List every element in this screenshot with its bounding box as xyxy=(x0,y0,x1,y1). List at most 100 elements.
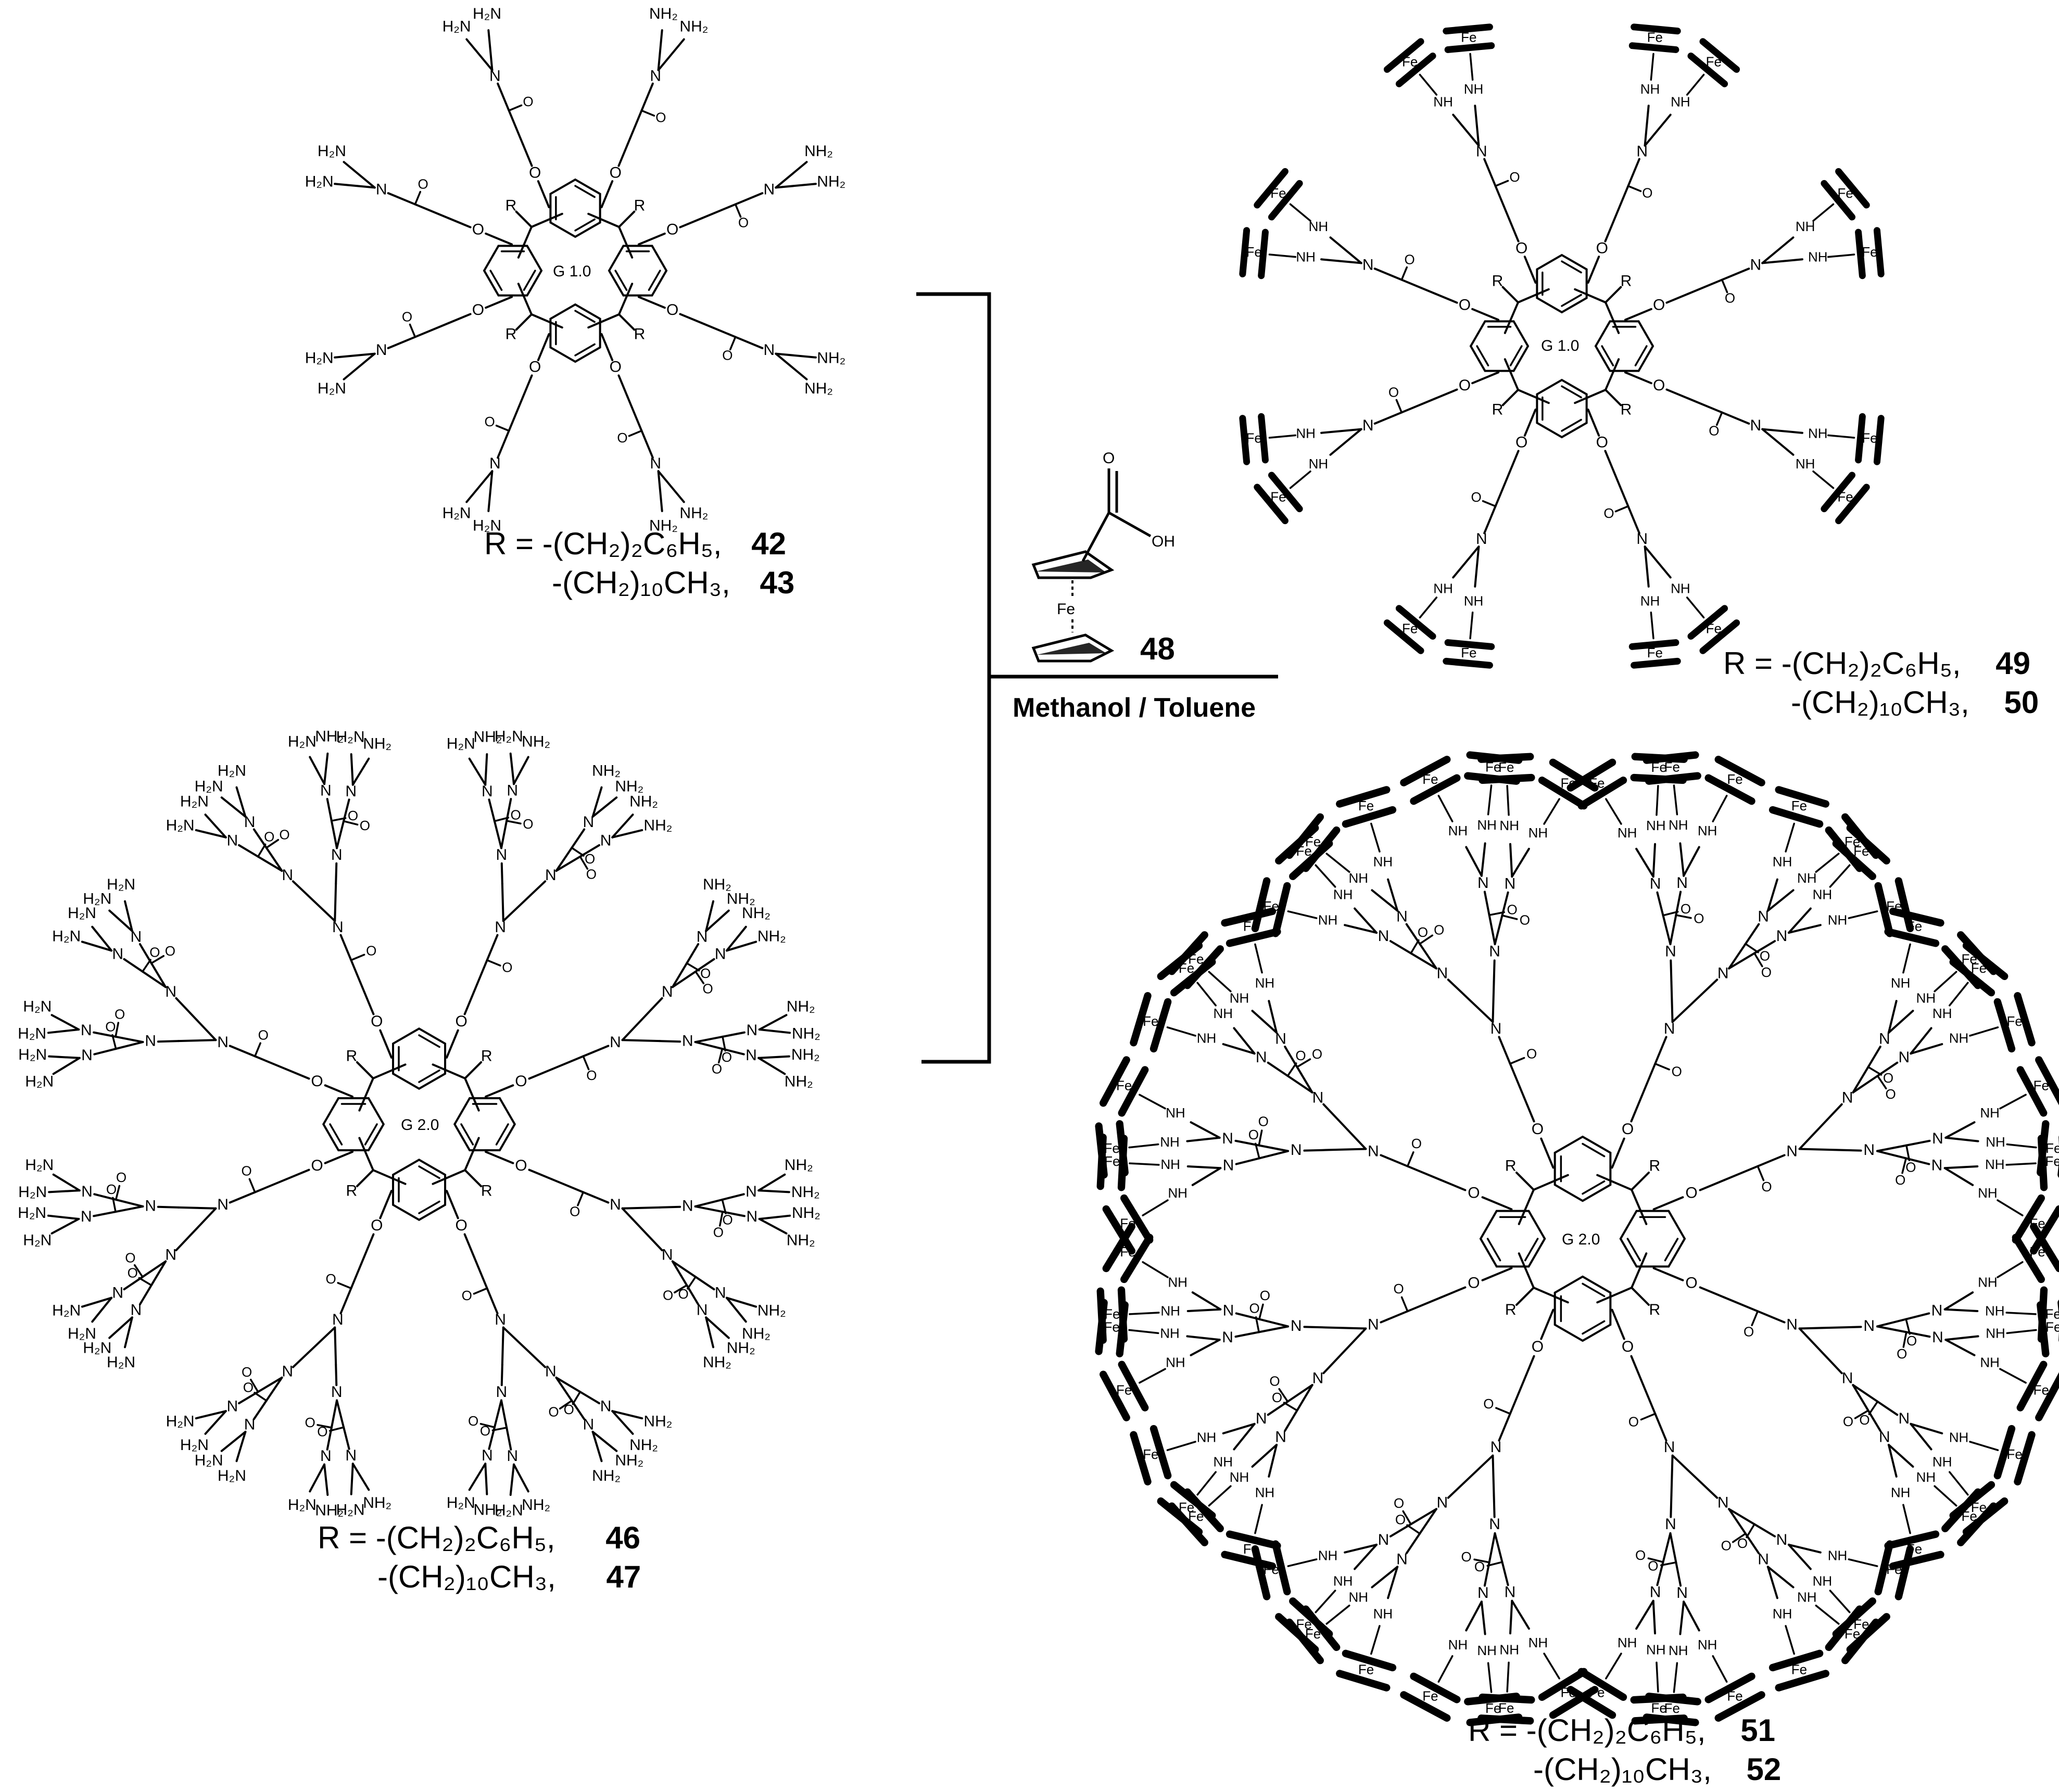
cyclopentadienyl-ring xyxy=(1254,168,1289,209)
amide-nitrogen-label: N xyxy=(697,1302,708,1319)
cyclopentadienyl-ring xyxy=(1383,619,1424,654)
amide-nitrogen-label: N xyxy=(1275,1030,1286,1047)
iron-label: Fe xyxy=(1845,1626,1860,1642)
terminal-amine-label: NH₂ xyxy=(649,517,678,535)
r-group-label: R xyxy=(634,325,646,342)
reaction-bracket xyxy=(916,292,1278,1064)
amide-nitrogen-label: N xyxy=(482,1447,493,1464)
cyclopentadienyl-ring xyxy=(1631,1714,1688,1725)
carbonyl-oxygen-label: O xyxy=(348,808,358,823)
amide-nitrogen-label: N xyxy=(763,181,775,198)
cyclopentadienyl-ring xyxy=(1118,1361,1149,1412)
amide-nh-label: NH xyxy=(1477,817,1497,833)
terminal-amine-label: NH₂ xyxy=(615,778,643,795)
cyclopentadienyl-ring xyxy=(1873,227,1885,277)
carbonyl-oxygen-label: O xyxy=(242,1163,252,1179)
cyclopentadienyl-ring xyxy=(1894,1545,1914,1600)
carbonyl-oxygen-label: O xyxy=(1295,1048,1306,1063)
carbonyl-oxygen-label: O xyxy=(1405,251,1415,267)
amide-nh-label: NH xyxy=(1529,825,1548,841)
iron-label: Fe xyxy=(1485,1700,1501,1716)
carbonyl-oxygen-label: O xyxy=(1721,1537,1732,1553)
carbonyl-oxygen-label: O xyxy=(1312,1046,1322,1062)
amide-nh-label: NH xyxy=(1813,886,1833,902)
cyclopentadienyl-ring xyxy=(1289,1597,1333,1638)
branch-nitrogen-label: N xyxy=(496,846,508,863)
amide-nitrogen-label: N xyxy=(1879,1030,1890,1047)
amide-nitrogen-label: N xyxy=(1750,417,1761,434)
amide-nh-label: NH xyxy=(1646,818,1666,833)
carbonyl-oxygen-label: O xyxy=(1885,1086,1896,1102)
terminal-amine-label: NH₂ xyxy=(727,1340,755,1357)
amide-nitrogen-label: N xyxy=(583,1416,595,1433)
terminal-amine-label: NH₂ xyxy=(804,143,833,160)
cyclopentadienyl-ring xyxy=(1993,998,2016,1053)
carbonyl-oxygen-label: O xyxy=(1761,1179,1772,1194)
cyclopentadienyl-ring xyxy=(1884,927,1940,947)
amide-nitrogen-label: N xyxy=(244,1416,256,1433)
carbonyl-oxygen-label: O xyxy=(586,867,597,882)
cyclopentadienyl-ring xyxy=(1221,907,1277,927)
iron-label: Fe xyxy=(1647,645,1663,660)
cyclopentadienyl-ring xyxy=(1855,413,1866,464)
ether-oxygen-label: O xyxy=(1532,1338,1544,1355)
carbonyl-oxygen-label: O xyxy=(1474,1559,1485,1574)
g2-amine-r-line-2: -(CH₂)₁₀CH₃, 47 xyxy=(377,1559,641,1595)
amide-nh-label: NH xyxy=(1646,1642,1666,1658)
amide-nitrogen-label: N xyxy=(1256,1049,1267,1066)
amide-nitrogen-label: N xyxy=(507,1447,518,1465)
terminal-amine-label: H₂N xyxy=(83,1340,111,1357)
carbonyl-oxygen-label: O xyxy=(1272,1390,1282,1405)
amide-nitrogen-label: N xyxy=(489,455,501,472)
amide-nh-label: NH xyxy=(1333,1573,1353,1588)
amide-nh-label: NH xyxy=(1318,1547,1338,1563)
amide-nh-label: NH xyxy=(1980,1105,2000,1121)
carbonyl-oxygen-label: O xyxy=(510,807,521,822)
amide-nh-label: NH xyxy=(1986,1326,2005,1341)
carbonyl-oxygen-label: O xyxy=(418,176,428,192)
amide-nitrogen-label: N xyxy=(332,919,344,936)
cyclopentadienyl-ring xyxy=(1538,1668,1588,1701)
r-group-label: R xyxy=(1649,1301,1660,1318)
amide-nitrogen-label: N xyxy=(746,1047,757,1064)
cyclopentadienyl-ring xyxy=(1275,1613,1319,1654)
cyclopentadienyl-ring xyxy=(2035,1372,2059,1421)
r-group-label: R xyxy=(506,325,517,342)
benzene-ring xyxy=(322,1097,385,1152)
benzene-ring xyxy=(1536,253,1588,314)
reagent-iron-label: Fe xyxy=(1057,601,1075,618)
cyclopentadienyl-ring xyxy=(1825,1605,1863,1651)
terminal-amine-label: H₂N xyxy=(495,728,523,745)
cyclopentadienyl-ring xyxy=(1874,882,1894,937)
compound-number-43: 43 xyxy=(760,565,795,600)
g1-ferrocene-core-label: G 1.0 xyxy=(1541,337,1580,354)
ether-oxygen-label: O xyxy=(1459,297,1471,314)
amide-nh-label: NH xyxy=(1808,249,1828,264)
cyclopentadienyl-ring xyxy=(1699,619,1740,654)
cyclopentadienyl-ring xyxy=(1302,826,1341,872)
iron-label: Fe xyxy=(2045,1153,2059,1169)
ether-oxygen-label: O xyxy=(1596,239,1608,257)
amide-nitrogen-label: N xyxy=(1477,874,1489,892)
g2-amine-dendrimer: RRRROOOOOOOOONNONH₂NNH₂ONH₂NNH₂NONNH₂NH₂… xyxy=(18,728,820,1519)
iron-label: Fe xyxy=(1263,898,1279,914)
cyclopentadienyl-ring xyxy=(1239,227,1250,277)
cyclopentadienyl-ring xyxy=(2014,992,2036,1047)
amide-nh-label: NH xyxy=(1773,1606,1792,1621)
amide-nitrogen-label: N xyxy=(763,341,775,359)
cyclopentadienyl-ring xyxy=(1336,786,1391,808)
iron-label: Fe xyxy=(1296,1617,1312,1632)
carbonyl-oxygen-label: O xyxy=(1411,1136,1422,1151)
amide-nitrogen-label: N xyxy=(482,783,493,800)
ether-oxygen-label: O xyxy=(610,359,622,376)
iron-label: Fe xyxy=(1727,771,1742,787)
amide-nitrogen-label: N xyxy=(345,1447,357,1464)
carbonyl-oxygen-label: O xyxy=(106,1181,117,1197)
amide-nh-label: NH xyxy=(1985,1156,2005,1172)
cyclopentadienyl-ring xyxy=(1400,756,1451,786)
amide-nitrogen-label: N xyxy=(1378,927,1389,945)
terminal-amine-label: NH₂ xyxy=(473,1501,502,1518)
g1-amine-r-line-2: -(CH₂)₁₀CH₃, 43 xyxy=(552,565,794,601)
benzene-ring xyxy=(608,245,668,297)
cyclopentadienyl-ring xyxy=(1835,484,1870,525)
